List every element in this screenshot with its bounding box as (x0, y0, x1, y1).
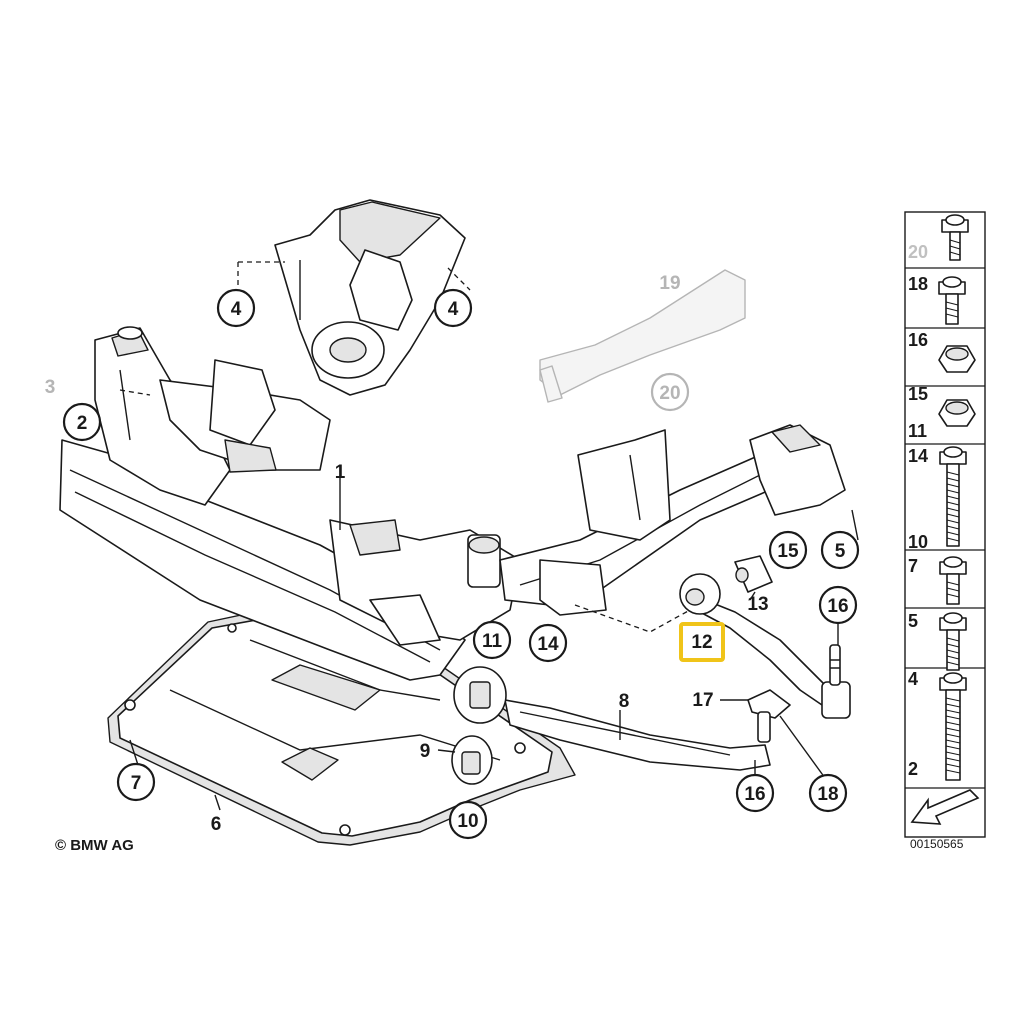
hardware-label-15: 15 (908, 384, 928, 404)
svg-text:10: 10 (457, 811, 478, 832)
bolt-icon (941, 214, 969, 261)
hardware-label-20: 20 (908, 242, 928, 262)
svg-text:8: 8 (619, 691, 630, 712)
svg-text:9: 9 (420, 741, 431, 762)
nut-icon (938, 399, 976, 427)
svg-text:11: 11 (482, 631, 503, 652)
svg-text:4: 4 (448, 299, 459, 320)
bolt-icon (938, 276, 966, 325)
copyright-notice: © BMW AG (55, 837, 134, 854)
callout-2: 2 (62, 402, 102, 442)
underbody-plate (107, 611, 576, 846)
leader-lines (119, 261, 859, 811)
callout-17: 17 (692, 690, 713, 711)
heat-shield (539, 269, 746, 403)
callout-19: 19 (659, 273, 680, 294)
callout-labels: 4 4 2 19 20 15 5 16 11 14 7 10 16 18 3 1 13 12 8 17 9 6 (45, 273, 860, 840)
callout-15: 15 (768, 530, 808, 570)
svg-text:13: 13 (747, 594, 768, 615)
svg-text:3: 3 (45, 377, 56, 398)
hardware-label-2: 2 (908, 759, 918, 779)
callout-5: 5 (820, 530, 860, 570)
svg-text:16: 16 (744, 784, 765, 805)
callout-11: 11 (472, 620, 512, 660)
hardware-label-16: 16 (908, 330, 928, 350)
callout-8: 8 (619, 691, 630, 712)
svg-text:5: 5 (835, 541, 846, 562)
highlight-box (679, 622, 725, 662)
callout-16: 16 (818, 585, 858, 625)
hardware-label-5: 5 (908, 611, 918, 631)
nut-icon (938, 345, 976, 373)
callout-13: 13 (747, 594, 768, 615)
hardware-label-11: 11 (908, 421, 927, 441)
callout-18: 18 (808, 773, 848, 813)
hardware-panel: 20 18 16 15 11 14 10 7 5 4 2 (904, 211, 986, 838)
svg-text:6: 6 (211, 814, 222, 835)
svg-text:17: 17 (692, 690, 713, 711)
svg-text:1: 1 (335, 462, 346, 483)
callout-6: 6 (211, 814, 222, 835)
front-axle-subframe (59, 326, 846, 681)
bolt-icon (939, 672, 967, 781)
svg-text:14: 14 (537, 634, 559, 655)
arrow-icon (910, 789, 980, 825)
svg-text:16: 16 (827, 596, 848, 617)
control-arm-lower (451, 666, 791, 785)
callout-4: 4 (216, 288, 256, 328)
callout-7: 7 (116, 762, 156, 802)
hardware-label-14: 14 (908, 446, 928, 466)
svg-text:19: 19 (659, 273, 680, 294)
diagram-code: 00150565 (910, 837, 964, 851)
svg-text:15: 15 (777, 541, 799, 562)
callout-1: 1 (335, 462, 346, 483)
bolt-icon (939, 446, 967, 547)
callout-16: 16 (735, 773, 775, 813)
callout-4: 4 (433, 288, 473, 328)
callout-9: 9 (420, 741, 431, 762)
svg-text:18: 18 (817, 784, 838, 805)
bolt-icon (939, 612, 967, 671)
bolt-icon (939, 556, 967, 605)
callout-20: 20 (650, 372, 690, 412)
hardware-label-18: 18 (908, 274, 928, 294)
svg-text:7: 7 (131, 773, 142, 794)
svg-text:20: 20 (659, 383, 680, 404)
hardware-label-4: 4 (908, 669, 918, 689)
control-arm-upper (679, 555, 851, 719)
callout-14: 14 (528, 623, 568, 663)
callout-10: 10 (448, 800, 488, 840)
strut-mount-upper (274, 199, 466, 396)
svg-text:2: 2 (77, 413, 88, 434)
callout-12: 12 (679, 622, 725, 662)
callout-3: 3 (45, 377, 56, 398)
hardware-label-7: 7 (908, 556, 918, 576)
svg-text:4: 4 (231, 299, 242, 320)
hardware-label-10: 10 (908, 532, 928, 552)
svg-text:12: 12 (691, 632, 712, 653)
